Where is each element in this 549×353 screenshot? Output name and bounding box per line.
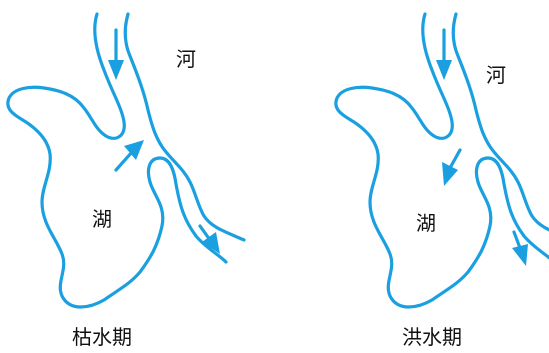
- panel-caption: 枯水期: [72, 325, 132, 349]
- river-outflow-arrow: [198, 224, 220, 254]
- river-label: 河: [176, 47, 196, 71]
- river-inflow-arrow: [436, 28, 452, 80]
- river-outflow-arrow: [512, 230, 528, 266]
- panel-caption: 洪水期: [402, 325, 462, 349]
- lake-to-river-arrow: [114, 140, 144, 172]
- panel-dry-season: 河 湖 枯水期: [6, 12, 246, 349]
- lake-label: 湖: [92, 207, 112, 231]
- river-inflow-arrow: [108, 28, 124, 80]
- lake-label: 湖: [416, 211, 436, 235]
- river-label: 河: [486, 63, 506, 87]
- panel-flood-season: 河 湖 洪水期: [334, 12, 549, 349]
- river-to-lake-arrow: [442, 148, 462, 186]
